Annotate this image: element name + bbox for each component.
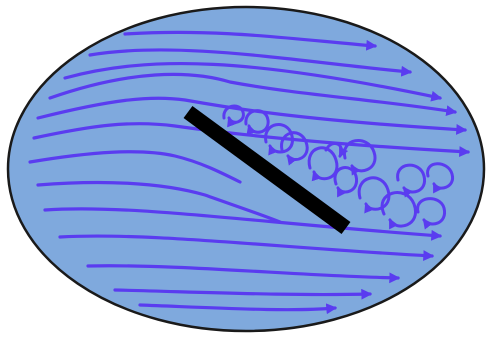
flow-diagram-svg xyxy=(0,0,492,338)
airflow-diagram xyxy=(0,0,492,338)
